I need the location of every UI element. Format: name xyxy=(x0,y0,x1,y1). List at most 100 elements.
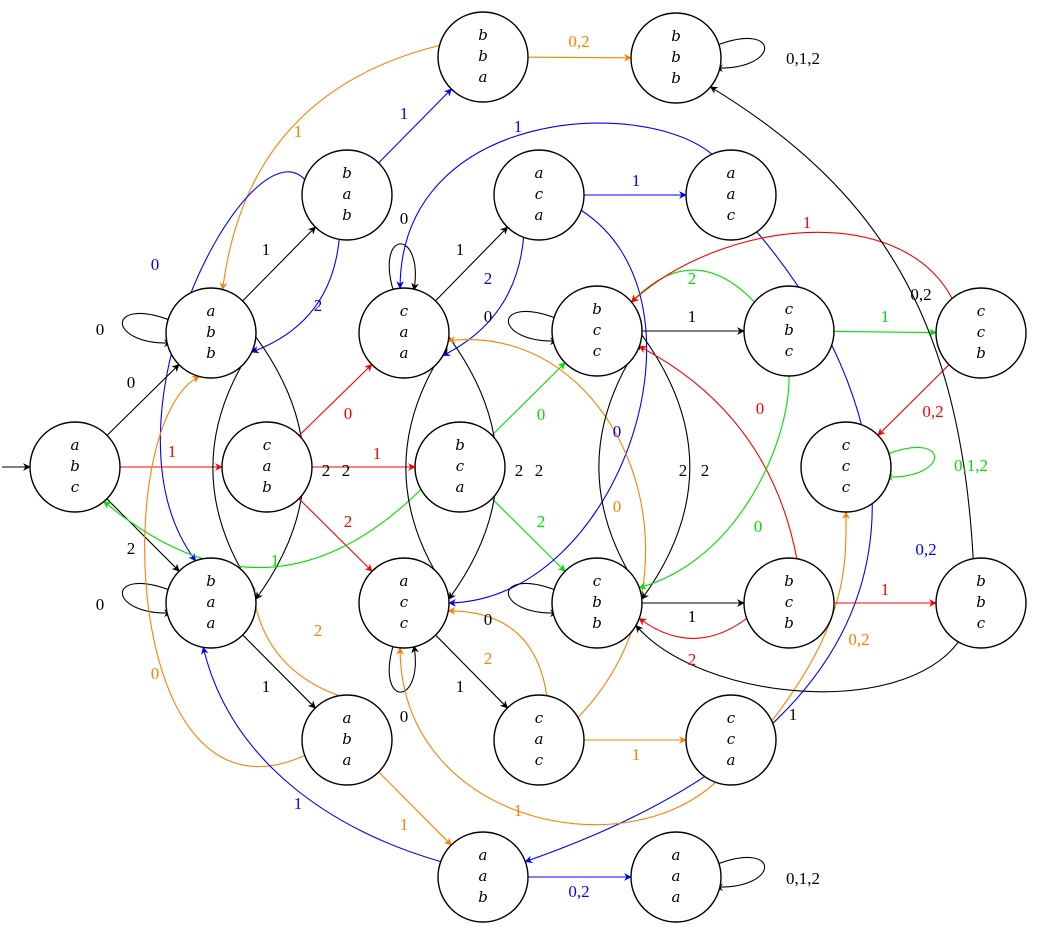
state-circle xyxy=(630,12,722,104)
edge-cbc-cbb xyxy=(638,375,790,590)
edge-label-aba-baa: 2 xyxy=(314,621,323,640)
edge-label-ccb-ccc: 0,2 xyxy=(922,402,943,421)
state-circle xyxy=(414,421,506,513)
edge-cac-acc xyxy=(447,606,548,696)
edge-label-bcc-cbb: 2 xyxy=(679,461,688,480)
edge-aca-acc xyxy=(448,209,648,607)
state-symbol: b xyxy=(342,164,352,182)
edge-cbb-bcc xyxy=(598,342,641,592)
state-circle xyxy=(165,287,257,379)
state-symbol: c xyxy=(785,300,794,318)
state-symbol: b xyxy=(592,593,602,611)
state-symbol: c xyxy=(977,323,986,341)
state-symbol: b xyxy=(671,69,681,87)
state-symbol: c xyxy=(456,457,465,475)
edge-label-bbb-bbb: 0,1,2 xyxy=(786,49,820,68)
state-symbol: a xyxy=(727,164,736,182)
edge-label-aac-aab: 0,2 xyxy=(915,540,936,559)
state-symbol: a xyxy=(207,614,216,632)
state-symbol: c xyxy=(593,321,602,339)
state-symbol: c xyxy=(977,614,986,632)
edge-label-abc-cab: 1 xyxy=(168,442,177,461)
state-symbol: b xyxy=(455,436,465,454)
edge-label-acc-caa: 2 xyxy=(535,461,544,480)
edge-label-abc-baa: 2 xyxy=(127,539,136,558)
edge-label-bba-abb: 1 xyxy=(294,122,303,141)
state-symbol: b xyxy=(976,344,986,362)
state-symbol: c xyxy=(400,593,409,611)
state-abc: abc xyxy=(29,421,121,513)
state-circle xyxy=(493,149,585,241)
state-symbol: a xyxy=(343,185,352,203)
edge-label-baa-baa: 0 xyxy=(96,595,105,614)
states-layer: abcabbbaacabbabababbabbbaabaaacaabcaacca… xyxy=(29,11,1027,923)
edge-baa-aba xyxy=(242,634,316,709)
edge-label-cbb-bcc: 2 xyxy=(701,461,710,480)
edge-bab-abb xyxy=(251,239,340,354)
edge-bca-bcc xyxy=(491,362,566,436)
edge-label-cbc-cbb: 0 xyxy=(754,517,763,536)
state-symbol: b xyxy=(592,300,602,318)
state-bcb: bcb xyxy=(743,557,835,649)
edge-label-aca-acc: 0 xyxy=(613,422,622,441)
state-symbol: b xyxy=(70,457,80,475)
edge-bbc-cbb xyxy=(635,624,959,693)
edge-bca-abc xyxy=(103,489,422,568)
edge-cbc-ccb xyxy=(833,328,937,337)
state-cab: cab xyxy=(221,421,313,513)
edge-label-cca-acc: 1 xyxy=(514,801,523,820)
state-symbol: c xyxy=(71,478,80,496)
state-symbol: c xyxy=(727,730,736,748)
edge-label-bcc-cbc: 1 xyxy=(688,307,697,326)
state-circle xyxy=(800,421,892,513)
edge-label-caa-acc: 2 xyxy=(515,461,524,480)
state-symbol: b xyxy=(478,888,488,906)
state-circle xyxy=(743,285,835,377)
state-symbol: b xyxy=(976,572,986,590)
edge-cca-ccc xyxy=(771,511,850,722)
edge-label-bbc-bbb: 0,2 xyxy=(910,285,931,304)
state-symbol: b xyxy=(342,730,352,748)
state-symbol: a xyxy=(400,572,409,590)
edge-label-cbb-cbb: 0 xyxy=(484,610,493,629)
edge-label-cac-acc: 2 xyxy=(484,649,493,668)
state-symbol: c xyxy=(535,751,544,769)
edge-label-abc-abb: 0 xyxy=(127,373,136,392)
state-acc: acc xyxy=(358,557,450,649)
edge-label-bcb-bbc: 1 xyxy=(881,580,890,599)
edge-label-acc-acc: 0 xyxy=(400,707,409,726)
edge-baa-baa xyxy=(121,582,173,618)
edge-label-cbc-ccb: 1 xyxy=(881,307,890,326)
state-symbol: c xyxy=(785,342,794,360)
state-aac: aac xyxy=(685,149,777,241)
edge-label-caa-aca: 1 xyxy=(456,240,465,259)
edge-aba-aab xyxy=(378,771,452,846)
state-symbol: b xyxy=(592,614,602,632)
edge-label-aca-aac: 1 xyxy=(632,171,641,190)
state-symbol: a xyxy=(456,478,465,496)
state-circle xyxy=(29,421,121,513)
state-symbol: a xyxy=(343,709,352,727)
edge-label-ccc-ccc: 0,1,2 xyxy=(954,456,988,475)
edge-label-bcb-cbb: 2 xyxy=(688,650,697,669)
state-symbol: b xyxy=(478,47,488,65)
state-circle xyxy=(685,149,777,241)
state-symbol: a xyxy=(479,846,488,864)
edge-cbb-cbb xyxy=(507,582,559,618)
edge-aab-baa xyxy=(201,646,441,863)
edge-cab-caa xyxy=(298,363,373,436)
edge-label-cab-caa: 0 xyxy=(344,404,353,423)
edge-abc-baa xyxy=(106,498,180,572)
state-symbol: a xyxy=(263,457,272,475)
state-circle xyxy=(437,11,529,103)
state-symbol: c xyxy=(785,593,794,611)
edge-bab-bba xyxy=(378,88,452,164)
state-symbol: c xyxy=(593,572,602,590)
state-symbol: c xyxy=(400,302,409,320)
state-symbol: c xyxy=(842,478,851,496)
edge-label-cac-caa: 0 xyxy=(613,497,622,516)
state-symbol: b xyxy=(671,27,681,45)
state-symbol: a xyxy=(535,164,544,182)
edge-label-bca-cbb: 2 xyxy=(537,512,546,531)
